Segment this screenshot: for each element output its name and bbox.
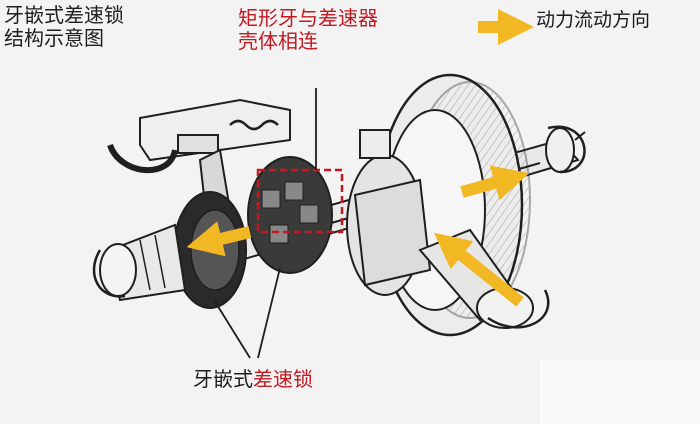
corner-wash	[540, 360, 700, 424]
left-output-shaft	[92, 223, 187, 302]
bottom-label: 牙嵌式差速锁	[193, 368, 313, 391]
bottom-label-part1: 牙嵌式	[193, 367, 253, 391]
diagram-title: 牙嵌式差速锁 结构示意图	[4, 4, 124, 50]
callout-line-1: 矩形牙与差速器	[238, 6, 378, 30]
right-output-shaft	[545, 125, 586, 174]
bottom-label-leaders	[213, 267, 281, 359]
title-line-2: 结构示意图	[4, 26, 104, 50]
title-line-1: 牙嵌式差速锁	[4, 3, 124, 27]
bottom-label-part2: 差速锁	[253, 367, 313, 391]
flow-arrow-input	[433, 232, 524, 307]
callout-highlight-box	[256, 168, 344, 234]
callout-label: 矩形牙与差速器 壳体相连	[238, 7, 378, 53]
flow-arrow-right	[460, 165, 530, 201]
legend-label: 动力流动方向	[536, 9, 651, 31]
power-flow-arrows	[186, 165, 530, 307]
flow-arrow-left	[186, 221, 252, 257]
callout-line-2: 壳体相连	[238, 29, 318, 53]
